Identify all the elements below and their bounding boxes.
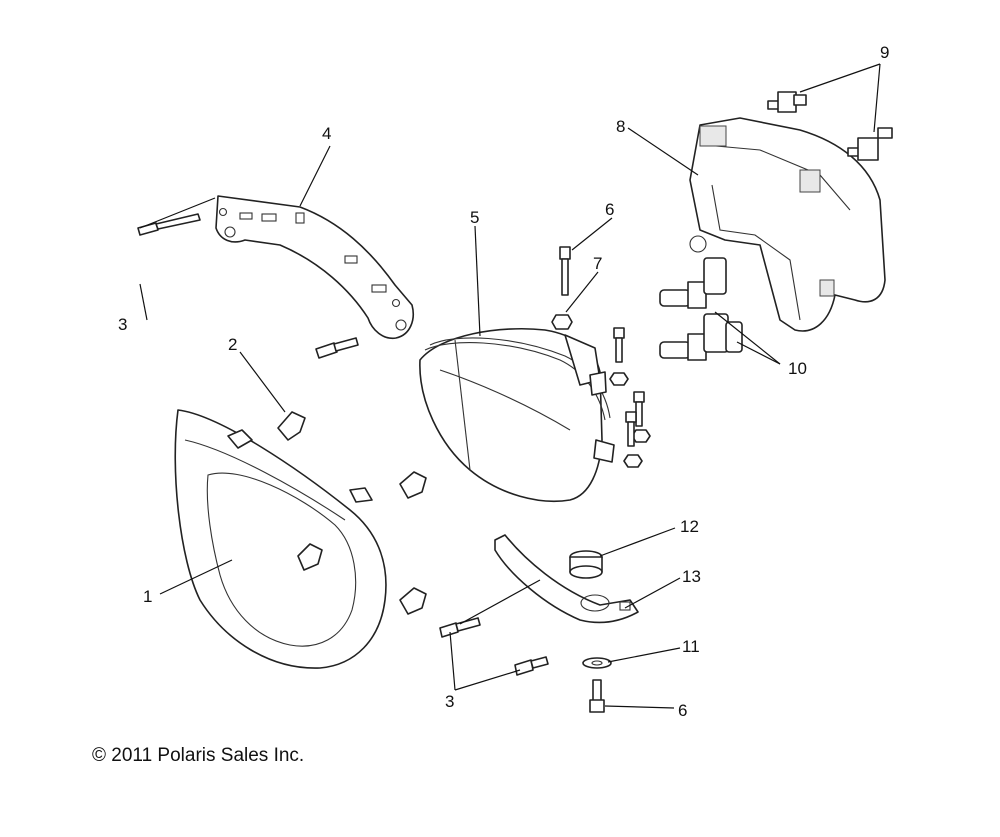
nut [551,314,573,330]
washer [582,657,612,669]
grommet [569,550,603,579]
callout-3-lower: 3 [445,692,455,711]
lower-bolt-a [439,617,481,638]
leader-9b [873,63,881,133]
lower-bracket [494,534,639,624]
callout-4: 4 [322,124,332,143]
leader-13b [459,579,541,625]
leader-3b-a [449,631,456,691]
callout-9: 9 [880,43,890,62]
bracket-bolt-upper [137,213,201,236]
leader-4 [299,145,331,207]
callout-6-upper: 6 [605,200,615,219]
callout-12: 12 [680,517,699,536]
leader-6a [571,217,613,251]
callout-5: 5 [470,208,480,227]
upper-mounting-bracket [215,195,414,340]
leader-12 [599,527,676,557]
copyright-notice: © 2011 Polaris Sales Inc. [92,745,305,766]
screw-lower [589,679,605,713]
callout-7: 7 [593,254,603,273]
leader-7 [565,271,599,313]
leader-8 [627,127,699,176]
leader-2 [239,351,286,413]
callout-3-upper: 3 [118,315,128,334]
headlight-screws [609,327,651,468]
bulb-upper [659,235,727,309]
callout-8: 8 [616,117,626,136]
connector-lower [847,127,893,161]
callout-1: 1 [143,587,153,606]
leader-lines [139,63,881,709]
leader-11 [607,647,681,663]
bulb-lower [659,313,743,361]
callout-10: 10 [788,359,807,378]
screw-upper [559,246,571,296]
leader-3a [139,197,216,229]
leader-3b-b [454,669,521,691]
callout-11: 11 [682,637,700,656]
headlight-assembly [419,327,615,503]
mounting-clips [277,411,427,615]
callout-6-lower: 6 [678,701,688,720]
lower-bolt-b [514,656,549,676]
leader-6b [604,705,675,709]
callout-2: 2 [228,335,238,354]
callout-13: 13 [682,567,701,586]
leader-10a [714,311,781,365]
bracket-bolt-lower [315,337,359,359]
leader-1 [159,559,233,595]
leader-5 [474,225,481,337]
leader-3a-tip [139,283,148,321]
headlight-bezel [174,409,387,669]
rear-housing [689,117,886,332]
leader-13a [624,577,681,609]
leader-10b [736,341,781,365]
connector-upper [767,91,807,113]
leader-9a [799,63,881,93]
